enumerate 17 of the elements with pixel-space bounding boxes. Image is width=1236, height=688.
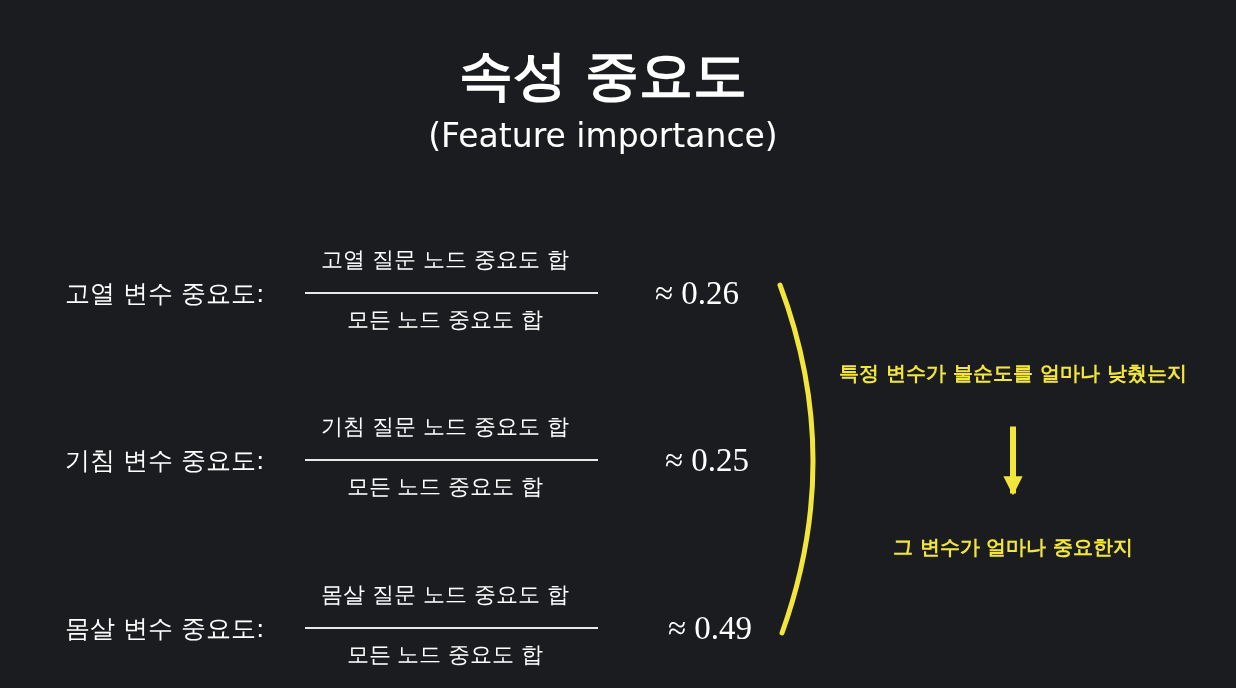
value: ≈ 0.26: [655, 274, 740, 312]
denominator: 모든 노드 중요도 합: [346, 473, 544, 501]
denominator: 모든 노드 중요도 합: [346, 641, 544, 669]
numerator: 고열 질문 노드 중요도 합: [321, 246, 569, 274]
value: ≈ 0.25: [665, 441, 750, 479]
value: ≈ 0.49: [668, 609, 753, 647]
arrow: [1003, 426, 1023, 496]
annotation-text: 특정 변수가 불순도를 얼마나 낮췄는지: [839, 359, 1187, 387]
formula-label: 몸살 변수 중요도:: [65, 612, 265, 645]
annotation-text: 그 변수가 얼마나 중요한지: [892, 533, 1134, 561]
title: 속성 중요도: [458, 42, 748, 109]
formula-label: 고열 변수 중요도:: [65, 277, 265, 310]
denominator: 모든 노드 중요도 합: [346, 306, 544, 334]
subtitle: (Feature importance): [428, 115, 778, 155]
formula-label: 기침 변수 중요도:: [65, 444, 265, 477]
numerator: 몸살 질문 노드 중요도 합: [321, 581, 569, 609]
numerator: 기침 질문 노드 중요도 합: [321, 413, 569, 441]
